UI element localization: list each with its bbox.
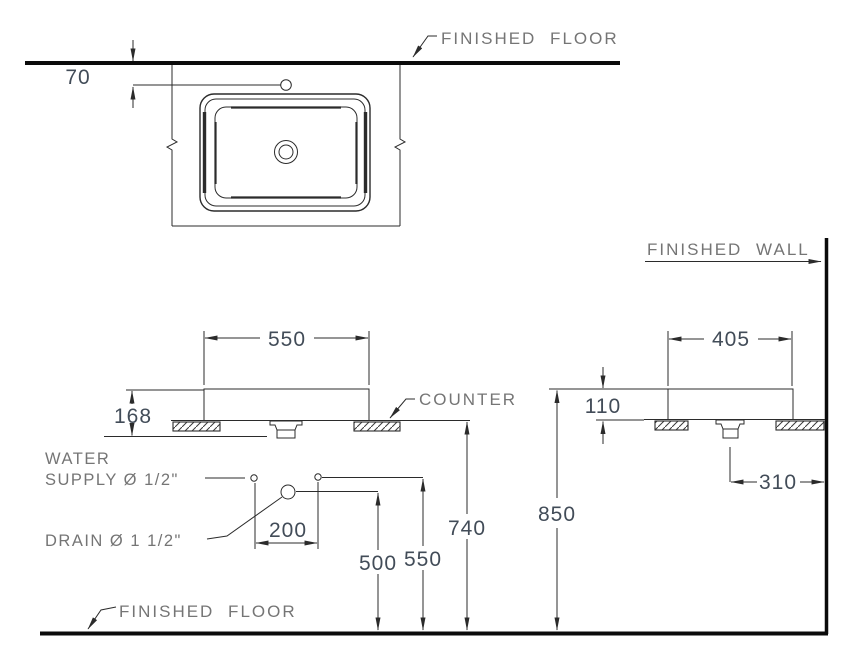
label-finished-floor-top: FINISHED FLOOR xyxy=(441,29,619,48)
dim-front-width: 550 xyxy=(268,328,306,351)
sink-rim-inner xyxy=(204,98,366,207)
finished-floor-top-leader xyxy=(412,35,437,58)
drain-leader xyxy=(206,496,283,540)
front-basin-outline xyxy=(203,388,370,420)
basin-bowl-outline xyxy=(214,106,358,199)
side-view: 405 110 850 310 xyxy=(538,328,825,631)
front-view: 550 168 COUNTER WATER SUPPLY Ø 1/2" DRAI… xyxy=(45,328,517,631)
drain-point xyxy=(280,484,296,500)
label-counter: COUNTER xyxy=(419,390,517,409)
label-drain: DRAIN Ø 1 1/2" xyxy=(45,532,182,550)
side-drain-fitting xyxy=(715,419,745,439)
dim-drain-height: 500 xyxy=(359,552,397,575)
front-counter-hatch-right xyxy=(353,421,401,432)
water-supply-point-left xyxy=(250,474,258,482)
side-counter-hatch-right xyxy=(775,420,825,431)
dim-drain-to-wall: 310 xyxy=(759,471,797,494)
wall-and-floor: FINISHED WALL FINISHED FLOOR xyxy=(40,238,829,636)
finished-floor-bottom-leader xyxy=(87,606,117,630)
front-drain-fitting xyxy=(269,420,303,439)
drain-plan-inner xyxy=(278,144,294,160)
dim-faucet-offset: 70 xyxy=(65,66,90,89)
counter-leader xyxy=(389,398,415,419)
plan-counter-left-edge xyxy=(165,65,179,226)
dim-overall-height: 850 xyxy=(538,503,576,526)
water-supply-point-right xyxy=(314,473,322,481)
dim-counter-height: 740 xyxy=(448,517,486,540)
label-water-supply-2: SUPPLY Ø 1/2" xyxy=(45,471,179,489)
plan-view: 70 FINISHED FLOOR xyxy=(25,29,620,227)
dim-side-width: 405 xyxy=(712,328,750,351)
label-finished-floor-bottom: FINISHED FLOOR xyxy=(119,602,297,621)
side-counter-hatch-left xyxy=(654,420,689,431)
dim-supply-spacing: 200 xyxy=(269,519,307,542)
front-counter-hatch-left xyxy=(172,421,221,432)
plan-counter-right-edge xyxy=(393,65,407,226)
side-basin-outline xyxy=(667,388,794,419)
drain-plan-outer xyxy=(274,140,298,164)
dim-rim-above-counter: 110 xyxy=(585,395,621,418)
faucet-hole xyxy=(280,79,292,91)
label-water-supply-1: WATER xyxy=(45,450,110,468)
dim-front-rim-height: 168 xyxy=(114,405,152,428)
sink-rim-outer xyxy=(199,93,371,212)
label-finished-wall: FINISHED WALL xyxy=(647,240,810,259)
dim-supply-height: 550 xyxy=(404,548,442,571)
